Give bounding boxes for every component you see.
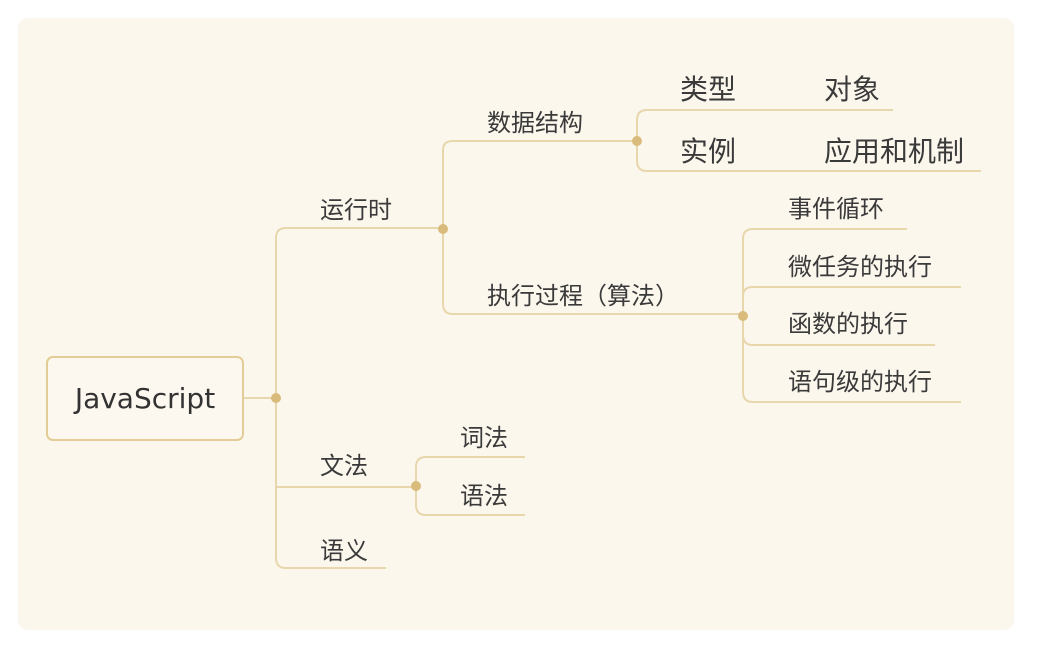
runtime-dot [438,224,448,234]
mindmap-canvas [18,18,1014,630]
execution-trunk [742,228,961,403]
root-dot [271,393,281,403]
grammar-dot [411,481,421,491]
node-application-mechanism: 应用和机制 [824,135,965,168]
node-event-loop: 事件循环 [788,195,884,223]
node-object: 对象 [824,73,881,106]
node-microtask: 微任务的执行 [788,253,932,281]
execution-dot [738,311,748,321]
node-type: 类型 [680,73,737,106]
node-grammar: 文法 [320,452,368,480]
node-execution: 执行过程（算法） [487,282,679,310]
node-instance: 实例 [680,135,737,168]
node-syntax: 语法 [460,482,508,510]
data-structure-dot [632,136,642,146]
runtime-trunk [442,140,743,315]
root-label: JavaScript [74,382,216,415]
node-semantics: 语义 [320,537,368,565]
node-lexical: 词法 [460,424,508,452]
node-runtime: 运行时 [320,196,392,224]
root-node: JavaScript [46,356,244,441]
node-function-exec: 函数的执行 [788,310,908,338]
node-statement-exec: 语句级的执行 [788,368,932,396]
level1-trunk [275,227,443,569]
data-structure-trunk [636,109,981,172]
node-data-structure: 数据结构 [487,109,583,137]
